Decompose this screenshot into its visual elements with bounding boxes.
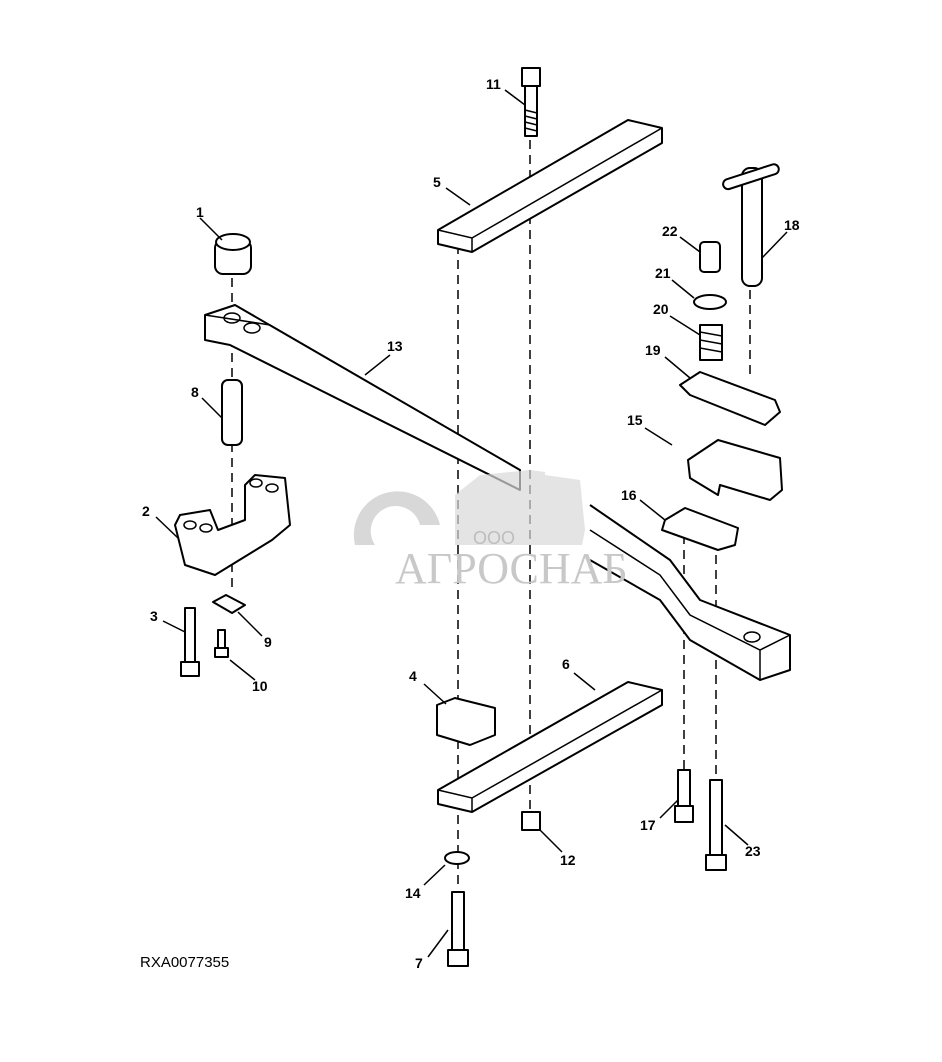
gear-icon [353,491,440,545]
watermark-logo: ООО АГРОСНАБ [353,470,628,593]
part-6-plate [437,681,663,813]
callout-6: 6 [562,656,570,672]
combine-harvester-icon [455,470,585,545]
part-22-plug [699,241,721,273]
callout-labels: 1 2 3 4 5 6 7 8 9 10 11 12 13 14 15 16 1… [142,76,800,971]
part-17-bolt [674,769,694,823]
part-16-spacer [661,507,739,551]
watermark-prefix: ООО [473,528,515,548]
callout-18: 18 [784,217,800,233]
callout-9: 9 [264,634,272,650]
part-15-latch-block [687,439,783,501]
callout-8: 8 [191,384,199,400]
callout-14: 14 [405,885,421,901]
part-4-block [436,697,496,746]
part-5-plate [437,119,663,253]
callout-19: 19 [645,342,661,358]
part-3-bolt [180,607,200,677]
part-11-bolt [521,67,541,137]
part-7-bolt [447,891,469,967]
callout-3: 3 [150,608,158,624]
callout-20: 20 [653,301,669,317]
part-10-screw [214,629,229,658]
part-9-clip [212,594,246,614]
callout-13: 13 [387,338,403,354]
part-14-washer [444,851,470,865]
callout-1: 1 [196,204,204,220]
callout-17: 17 [640,817,656,833]
callout-16: 16 [621,487,637,503]
part-2-bracket [174,474,291,576]
diagram-code: RXA0077355 [140,954,229,971]
callout-4: 4 [409,668,417,684]
part-18-pin [722,163,780,287]
part-19-latch [679,371,781,426]
callout-21: 21 [655,265,671,281]
callout-2: 2 [142,503,150,519]
callout-15: 15 [627,412,643,428]
part-21-washer [693,294,727,310]
callout-7: 7 [415,955,423,971]
watermark-name: АГРОСНАБ [395,544,628,593]
callout-23: 23 [745,843,761,859]
callout-11: 11 [486,76,501,92]
part-8-pin [221,379,243,446]
callout-5: 5 [433,174,441,190]
callout-22: 22 [662,223,678,239]
callout-12: 12 [560,852,576,868]
callout-10: 10 [252,678,268,694]
part-20-spring [699,324,723,361]
part-12-nut [521,811,541,831]
part-13-drawbar [204,304,791,681]
part-23-bolt [705,779,727,871]
part-1-bushing [214,233,252,275]
